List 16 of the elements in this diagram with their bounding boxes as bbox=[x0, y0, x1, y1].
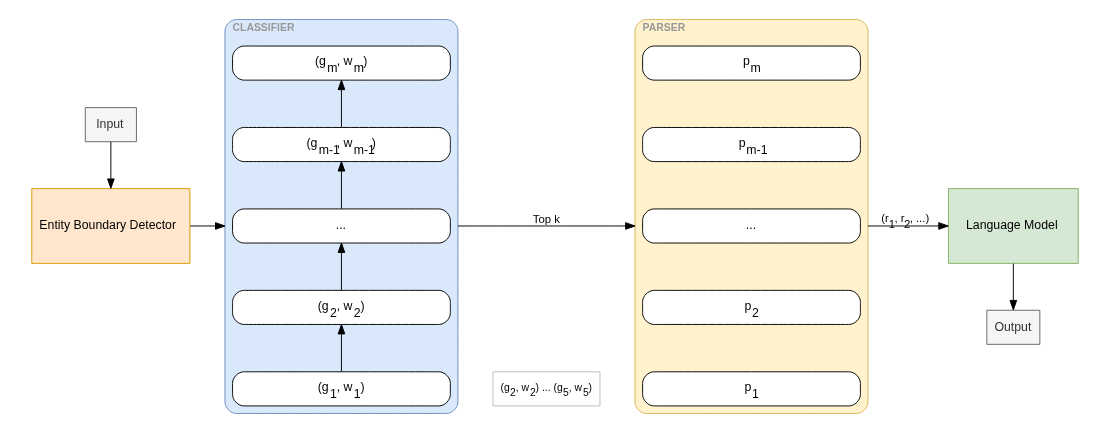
node-box: Entity Boundary Detector bbox=[31, 188, 191, 264]
arrow bbox=[1009, 263, 1018, 311]
node-box: ... bbox=[642, 208, 861, 244]
arrow bbox=[189, 222, 226, 230]
arrow bbox=[457, 222, 636, 230]
arrow bbox=[337, 79, 346, 128]
arrow bbox=[337, 324, 346, 373]
arrow bbox=[867, 222, 949, 230]
arrow bbox=[337, 161, 346, 210]
node-box: ... bbox=[232, 208, 451, 244]
node-box: Input bbox=[84, 107, 137, 143]
node-box: Language Model bbox=[948, 188, 1079, 264]
arrow bbox=[107, 141, 115, 189]
node-box: Output bbox=[986, 309, 1041, 345]
edge-label: Top k bbox=[532, 212, 560, 225]
arrow bbox=[337, 242, 346, 291]
